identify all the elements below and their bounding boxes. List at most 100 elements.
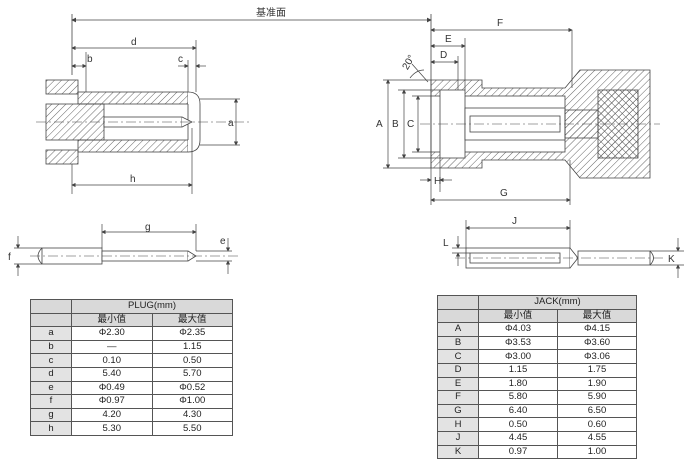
- plug-min-cell: 5.40: [71, 366, 153, 382]
- jack-min-cell: 0.97: [478, 444, 558, 460]
- jack-key-cell: B: [437, 335, 479, 351]
- jack-max-header: 最大值: [557, 308, 637, 324]
- jack-key-cell: H: [437, 417, 479, 432]
- plug-min-cell: —: [71, 339, 153, 355]
- dim-C-label: C: [407, 119, 414, 130]
- plug-min-cell: 5.30: [71, 421, 153, 436]
- jack-key-cell: K: [437, 444, 479, 460]
- jack-table-corner-2: [437, 308, 479, 324]
- plug-max-cell: 4.30: [151, 407, 233, 423]
- jack-key-cell: C: [437, 349, 479, 364]
- plug-min-cell: 0.10: [71, 353, 153, 368]
- plug-min-header: 最小值: [71, 312, 153, 328]
- plug-max-cell: 1.15: [151, 339, 233, 355]
- plug-key-cell: f: [30, 394, 72, 409]
- jack-max-cell: 1.00: [557, 444, 637, 460]
- dim-A-label: A: [376, 119, 383, 130]
- jack-min-cell: Φ4.03: [478, 322, 558, 337]
- plug-max-cell: 5.50: [151, 421, 233, 436]
- dim-g-label: g: [145, 222, 151, 233]
- plug-key-cell: d: [30, 366, 72, 382]
- dim-B-label: B: [392, 119, 399, 130]
- plug-key-cell: b: [30, 339, 72, 355]
- jack-table-corner: [437, 295, 479, 310]
- jack-max-cell: 1.75: [557, 362, 637, 378]
- jack-key-cell: D: [437, 362, 479, 378]
- jack-max-cell: 5.90: [557, 390, 637, 405]
- jack-min-cell: 1.15: [478, 362, 558, 378]
- jack-min-cell: 6.40: [478, 403, 558, 419]
- jack-min-cell: 4.45: [478, 430, 558, 446]
- plug-min-cell: 4.20: [71, 407, 153, 423]
- plug-row: b—1.15: [30, 339, 233, 355]
- plug-table-title: PLUG(mm): [71, 299, 233, 314]
- pin-dimensions: [14, 224, 232, 276]
- jack-min-header: 最小值: [478, 308, 558, 324]
- plug-key-cell: h: [30, 421, 72, 436]
- plug-max-cell: Φ0.52: [151, 380, 233, 396]
- contact-dimensions: [452, 220, 684, 278]
- jack-max-cell: Φ3.06: [557, 349, 637, 364]
- datum-dimension: [71, 14, 432, 80]
- plug-table-corner: [30, 299, 72, 314]
- plug-min-cell: Φ0.97: [71, 394, 153, 409]
- plug-min-cell: Φ2.30: [71, 326, 153, 341]
- dim-G-label: G: [500, 188, 508, 199]
- plug-max-cell: 5.70: [151, 366, 233, 382]
- plug-max-cell: Φ2.35: [151, 326, 233, 341]
- datum-label: 基准面: [256, 6, 286, 19]
- angle-label: 20°: [401, 53, 418, 72]
- jack-max-cell: 6.50: [557, 403, 637, 419]
- jack-key-cell: J: [437, 430, 479, 446]
- dim-D-label: D: [440, 50, 447, 61]
- jack-max-cell: Φ4.15: [557, 322, 637, 337]
- dim-J-label: J: [512, 216, 517, 227]
- plug-max-cell: Φ1.00: [151, 394, 233, 409]
- dim-H-label: H: [434, 176, 441, 187]
- plug-body: [36, 79, 250, 165]
- jack-min-cell: 5.80: [478, 390, 558, 405]
- jack-key-cell: E: [437, 376, 479, 392]
- dim-e-label: e: [220, 236, 226, 247]
- dim-a-label: a: [228, 118, 234, 129]
- plug-key-cell: a: [30, 326, 72, 341]
- dim-h-label: h: [130, 174, 136, 185]
- dim-L-label: L: [443, 238, 449, 249]
- plug-pin: [30, 247, 240, 265]
- jack-min-cell: Φ3.53: [478, 335, 558, 351]
- dim-c-label: c: [178, 54, 183, 65]
- jack-key-cell: F: [437, 390, 479, 405]
- plug-min-cell: Φ0.49: [71, 380, 153, 396]
- dim-K-label: K: [668, 254, 675, 265]
- jack-min-cell: 1.80: [478, 376, 558, 392]
- dim-F-label: F: [497, 18, 503, 29]
- plug-key-cell: c: [30, 353, 72, 368]
- jack-contact: [455, 247, 665, 269]
- jack-dimensions: [383, 27, 573, 205]
- plug-dimensions: [71, 40, 240, 194]
- jack-key-cell: A: [437, 322, 479, 337]
- dim-E-label: E: [445, 34, 452, 45]
- jack-max-cell: 1.90: [557, 376, 637, 392]
- jack-max-cell: 0.60: [557, 417, 637, 432]
- dim-d-label: d: [131, 37, 137, 48]
- plug-table-corner-2: [30, 312, 72, 328]
